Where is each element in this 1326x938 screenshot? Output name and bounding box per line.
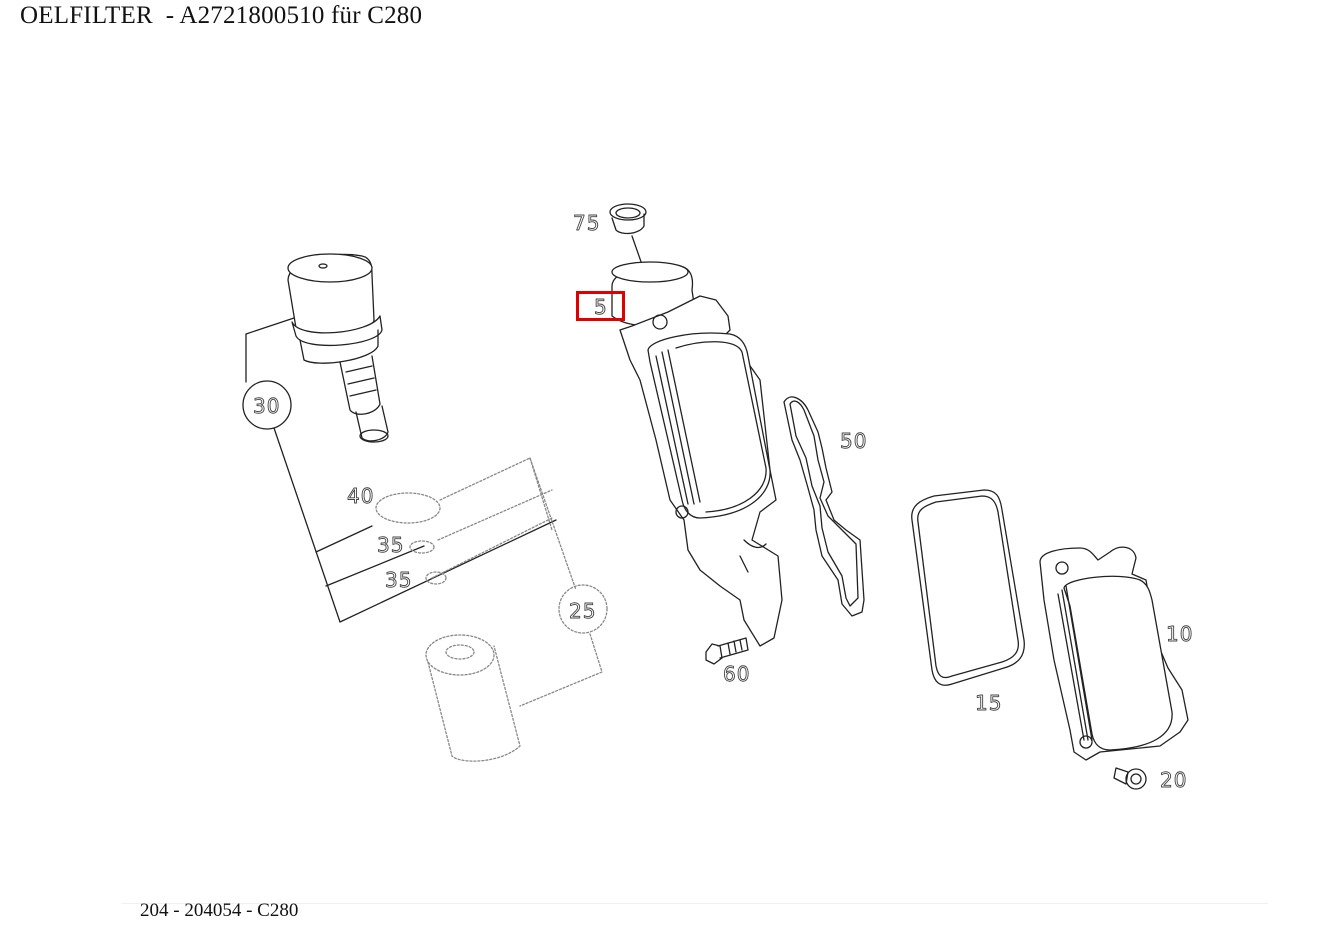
callout-20: 20 xyxy=(1160,768,1187,792)
callout-40: 40 xyxy=(347,484,374,508)
page-title: OELFILTER - A2721800510 für C280 xyxy=(20,2,423,29)
callout-50: 50 xyxy=(840,429,867,453)
part-30-filter-cover[interactable] xyxy=(242,253,557,623)
selected-part-highlight xyxy=(576,291,625,321)
part-25-filter-element[interactable] xyxy=(375,457,608,762)
footer-divider xyxy=(122,903,1268,904)
part-50-gasket[interactable] xyxy=(783,396,865,617)
callout-labels: 75 5 30 50 40 35 35 25 10 60 15 20 xyxy=(253,211,1193,793)
part-5-filter-housing[interactable] xyxy=(611,261,783,647)
callout-75: 75 xyxy=(573,211,600,235)
footer-model-code: 204 - 204054 - C280 xyxy=(140,900,299,921)
callout-25: 25 xyxy=(569,599,596,623)
callout-60: 60 xyxy=(723,662,750,686)
callout-30-circle xyxy=(242,380,292,430)
callout-10: 10 xyxy=(1166,622,1193,646)
part-15-seal[interactable] xyxy=(911,489,1025,686)
part-60-bolt[interactable] xyxy=(705,637,749,665)
callout-5: 5 xyxy=(594,295,608,319)
callout-25-circle xyxy=(558,584,608,634)
callout-30: 30 xyxy=(253,394,280,418)
part-20-screw[interactable] xyxy=(1113,767,1147,790)
part-10-oil-cooler[interactable] xyxy=(1039,546,1189,761)
callout-35a: 35 xyxy=(377,533,404,557)
part-75-cap[interactable] xyxy=(609,203,661,317)
callout-15: 15 xyxy=(975,691,1002,715)
callout-35b: 35 xyxy=(385,568,412,592)
